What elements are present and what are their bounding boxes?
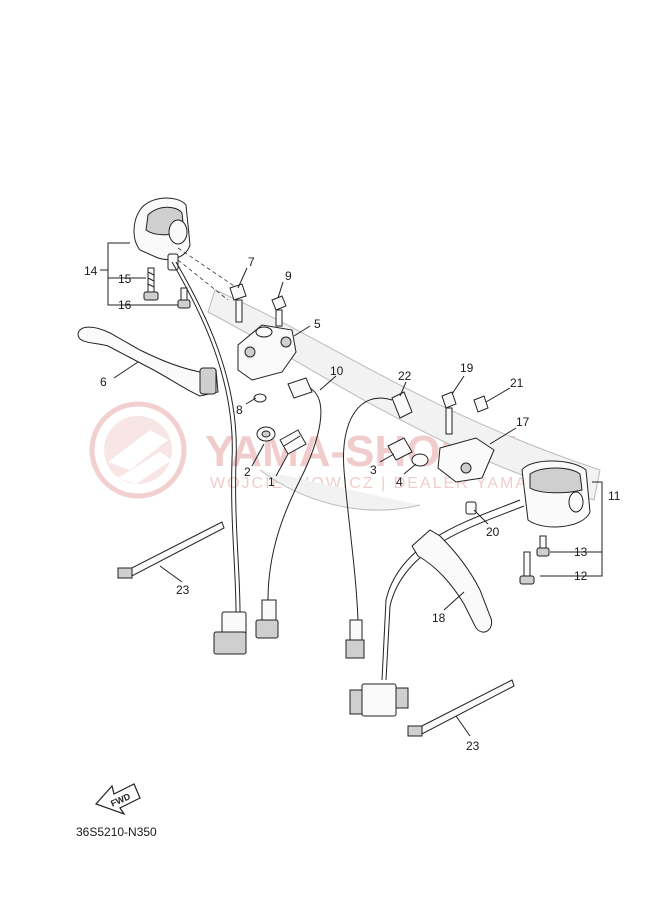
collar-4 xyxy=(411,453,429,467)
screw-16 xyxy=(177,287,191,309)
bolt-1 xyxy=(279,429,307,455)
label-7: 7 xyxy=(248,255,255,269)
label-9: 9 xyxy=(285,269,292,283)
label-11: 11 xyxy=(608,489,621,503)
right-handlebar-switch xyxy=(521,460,591,528)
clutch-lever xyxy=(77,326,219,397)
bolt-19 xyxy=(441,391,457,435)
clutch-switch xyxy=(267,377,322,601)
brake-master-holder xyxy=(437,437,495,483)
label-15: 15 xyxy=(118,272,132,286)
label-18: 18 xyxy=(432,611,446,625)
label-13: 13 xyxy=(574,545,588,559)
screw-12 xyxy=(519,551,535,585)
forward-arrow-icon: FWD xyxy=(94,783,141,816)
label-14: 14 xyxy=(84,264,98,278)
screw-15 xyxy=(143,267,159,301)
label-16: 16 xyxy=(118,298,132,312)
label-4: 4 xyxy=(396,475,403,489)
left-switch-connector xyxy=(213,611,247,655)
nut-8 xyxy=(253,393,267,403)
right-switch-connector xyxy=(349,683,409,717)
label-6: 6 xyxy=(100,375,107,389)
label-17: 17 xyxy=(516,415,530,429)
watermark-subtext: WOJCIECHOWICZ | DEALER YAMAHA xyxy=(210,475,554,492)
label-3: 3 xyxy=(370,463,377,477)
label-23-right: 23 xyxy=(466,739,480,753)
bolt-21 xyxy=(473,395,489,413)
cable-tie-right xyxy=(407,679,515,737)
label-1: 1 xyxy=(268,475,275,489)
leader-lines xyxy=(113,267,517,737)
left-handlebar-switch xyxy=(133,197,191,271)
watermark-logo-icon xyxy=(89,401,187,499)
nut-20 xyxy=(465,501,477,515)
clutch-lever-holder xyxy=(237,324,297,381)
brake-switch xyxy=(342,391,413,659)
label-23-left: 23 xyxy=(176,583,190,597)
cable-tie-left xyxy=(117,521,225,579)
clutch-switch-connector xyxy=(255,599,279,639)
label-5: 5 xyxy=(314,317,321,331)
label-2: 2 xyxy=(244,465,251,479)
label-21: 21 xyxy=(510,376,524,390)
bolt-9 xyxy=(271,295,287,327)
label-10: 10 xyxy=(330,364,344,378)
label-20: 20 xyxy=(486,525,500,539)
diagram-code: 36S5210-N350 xyxy=(76,825,157,839)
bolt-7 xyxy=(229,283,247,323)
label-8: 8 xyxy=(236,403,243,417)
label-19: 19 xyxy=(460,361,474,375)
label-22: 22 xyxy=(398,369,412,383)
screw-13 xyxy=(536,535,550,557)
label-12: 12 xyxy=(574,569,588,583)
collar-2 xyxy=(256,426,276,442)
brake-lever xyxy=(411,529,492,633)
